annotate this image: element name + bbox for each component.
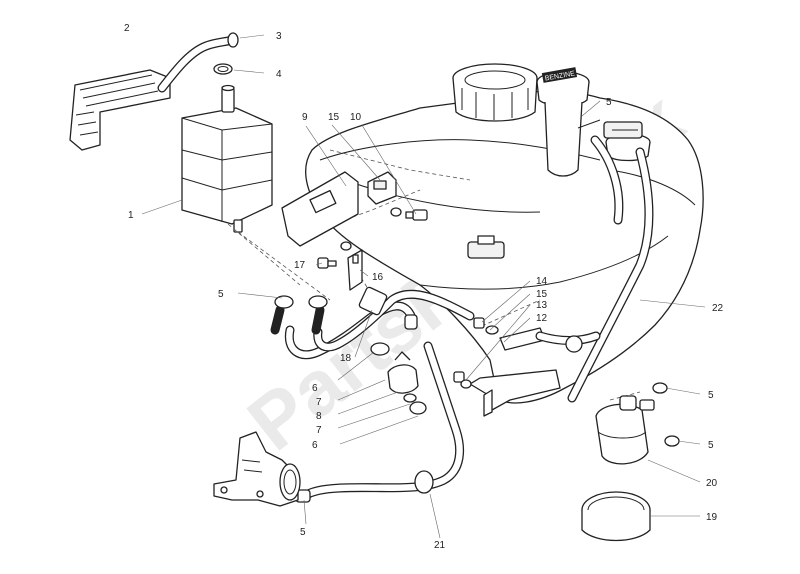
fitting-13 bbox=[453, 371, 472, 389]
callout-15: 15 bbox=[536, 289, 548, 300]
callout-19: 19 bbox=[706, 512, 718, 523]
callout-2: 2 bbox=[124, 23, 130, 34]
callout-21: 21 bbox=[434, 540, 446, 551]
hose-21 bbox=[295, 341, 465, 503]
canister-holder bbox=[69, 69, 171, 151]
screw-17 bbox=[317, 257, 337, 269]
callout-5-top: 5 bbox=[606, 97, 612, 108]
bracket-9 bbox=[281, 171, 359, 247]
clamp-5-left bbox=[274, 295, 328, 309]
fuel-filter bbox=[370, 342, 427, 415]
callout-14: 14 bbox=[536, 276, 548, 287]
callout-5-right-top: 5 bbox=[708, 390, 714, 401]
callout-8: 8 bbox=[316, 411, 322, 422]
bracket-16 bbox=[347, 249, 363, 291]
callout-6-top: 6 bbox=[312, 383, 318, 394]
hose-3 bbox=[157, 32, 239, 93]
callout-4: 4 bbox=[276, 69, 282, 80]
pipe-12 bbox=[469, 327, 601, 417]
fuel-pump bbox=[595, 395, 655, 465]
clamp-4 bbox=[213, 63, 233, 75]
callout-22: 22 bbox=[712, 303, 724, 314]
washer bbox=[340, 207, 402, 251]
clamp-band-19 bbox=[581, 491, 651, 542]
callout-16: 16 bbox=[372, 272, 384, 283]
callout-20: 20 bbox=[706, 478, 718, 489]
callout-labels: 2 3 4 1 5 9 15 10 17 16 5 18 14 15 13 12… bbox=[124, 23, 724, 551]
callout-18: 18 bbox=[340, 353, 352, 364]
screw-11 bbox=[405, 209, 428, 221]
charcoal-canister bbox=[181, 84, 273, 233]
fuel-cap: BENZINE bbox=[536, 67, 601, 177]
callout-5-bottom: 5 bbox=[300, 527, 306, 538]
callout-9: 9 bbox=[302, 112, 308, 123]
callout-3: 3 bbox=[276, 31, 282, 42]
callout-6-bottom: 6 bbox=[312, 440, 318, 451]
callout-7-bottom: 7 bbox=[316, 425, 322, 436]
callout-17: 17 bbox=[294, 260, 306, 271]
callout-7-top: 7 bbox=[316, 397, 322, 408]
hose-22 bbox=[567, 135, 654, 403]
fitting-14 bbox=[473, 317, 499, 335]
callout-12: 12 bbox=[536, 313, 548, 324]
leader-lines bbox=[141, 34, 706, 539]
callout-11: 15 bbox=[328, 112, 340, 123]
clamp-5-right bbox=[652, 382, 680, 447]
filler-neck bbox=[452, 63, 538, 122]
bracket-10 bbox=[367, 171, 397, 205]
callout-5-right-bottom: 5 bbox=[708, 440, 714, 451]
hose-18 bbox=[270, 286, 475, 360]
callout-5-left: 5 bbox=[218, 289, 224, 300]
intake-manifold bbox=[213, 431, 301, 507]
callout-13: 13 bbox=[536, 300, 548, 311]
callout-10: 10 bbox=[350, 112, 362, 123]
callout-1: 1 bbox=[128, 210, 134, 221]
